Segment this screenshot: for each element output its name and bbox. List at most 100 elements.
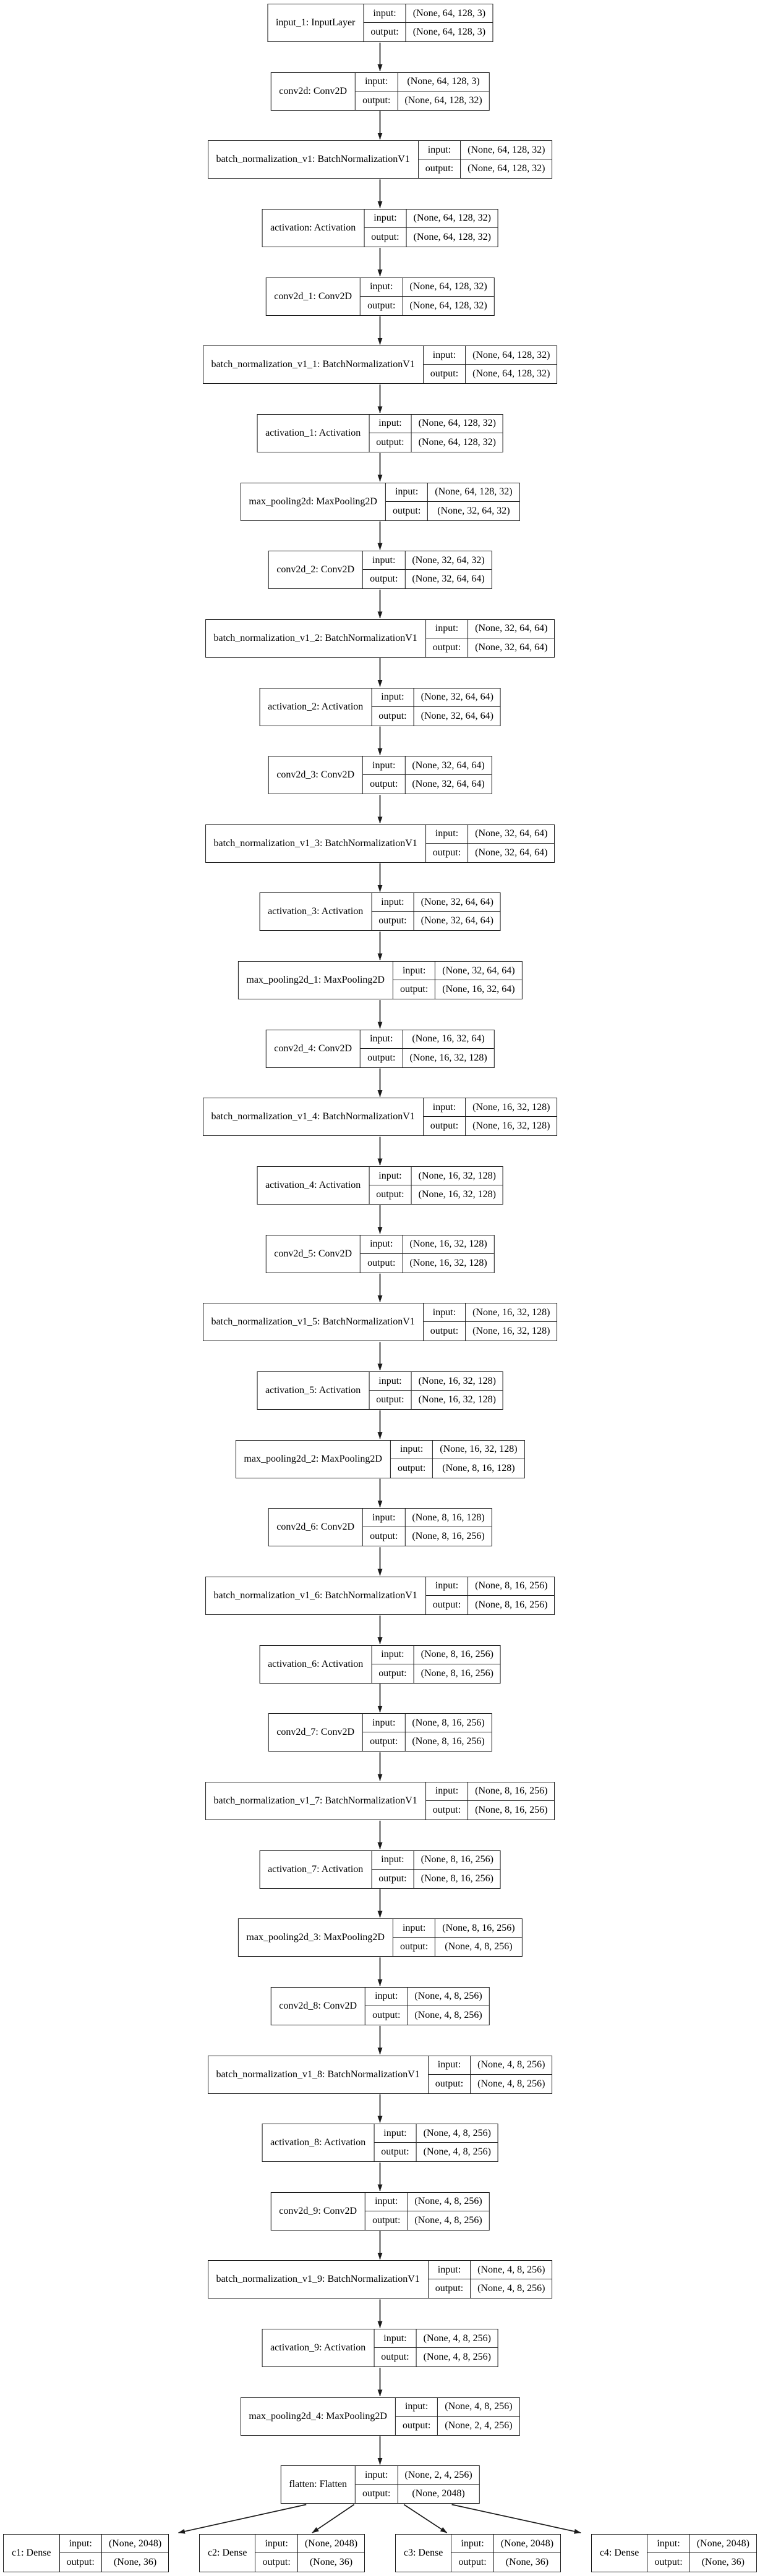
output-label: output: [361, 1253, 403, 1273]
layer-node-activation_7: activation_7: Activation input: (None, 8… [259, 1850, 501, 1889]
output-label: output: [372, 706, 414, 726]
input-label: input: [361, 1030, 403, 1049]
layer-io-table: input: (None, 2, 4, 256) output: (None, … [356, 2466, 479, 2504]
layer-name-label: conv2d_4: Conv2D [266, 1030, 361, 1067]
input-shape-value: (None, 4, 8, 256) [408, 1988, 489, 2006]
output-shape-value: (None, 16, 32, 128) [409, 1257, 487, 1268]
layer-name-label: max_pooling2d_2: MaxPooling2D [236, 1440, 391, 1478]
layer-node-conv2d_6: conv2d_6: Conv2D input: (None, 8, 16, 12… [268, 1508, 492, 1547]
layer-name-label: c1: Dense [4, 2535, 60, 2572]
input-shape-value: (None, 64, 128, 32) [466, 346, 557, 365]
layer-io-table: input: (None, 64, 128, 32) output: (None… [423, 346, 557, 384]
layer-io-table: input: (None, 16, 32, 128) output: (None… [390, 1440, 524, 1478]
input-shape-value: (None, 4, 8, 256) [471, 2261, 552, 2280]
layer-node-c1: c1: Dense input: (None, 2048) output: (N… [3, 2534, 169, 2573]
output-shape-value: (None, 2048) [412, 2488, 465, 2499]
layer-io-table: input: (None, 64, 128, 32) output: (None… [361, 278, 494, 315]
layer-node-c2: c2: Dense input: (None, 2048) output: (N… [199, 2534, 365, 2573]
output-label: output: [369, 1185, 412, 1205]
input-shape-value: (None, 2048) [101, 2535, 169, 2554]
input-label: input: [423, 1098, 466, 1117]
layer-io-table: input: (None, 16, 32, 128) output: (None… [369, 1372, 503, 1409]
edge-arrow [451, 2504, 581, 2534]
layer-name-label: activation_6: Activation [260, 1645, 372, 1683]
input-shape-value: (None, 64, 128, 3) [398, 73, 489, 91]
layer-name-label: conv2d_3: Conv2D [268, 756, 364, 794]
input-shape-value: (None, 4, 8, 256) [416, 2329, 498, 2349]
input-label: input: [423, 346, 466, 365]
layer-io-table: input: (None, 64, 128, 32) output: (None… [369, 414, 503, 452]
layer-name-label: c4: Dense [592, 2535, 648, 2572]
layer-node-activation_2: activation_2: Activation input: (None, 3… [259, 687, 501, 726]
input-shape-value: (None, 64, 128, 3) [406, 4, 493, 23]
output-label: output: [364, 227, 407, 247]
layer-io-table: input: (None, 2048) output: (None, 36) [255, 2535, 365, 2572]
output-label: output: [451, 2553, 494, 2572]
layer-node-activation_4: activation_4: Activation input: (None, 1… [257, 1166, 503, 1205]
layer-name-label: activation_3: Activation [260, 893, 372, 931]
layer-name-label: batch_normalization_v1_3: BatchNormaliza… [206, 824, 426, 862]
input-shape-value: (None, 8, 16, 256) [405, 1714, 492, 1733]
input-label: input: [361, 1235, 403, 1254]
layer-name-label: activation_9: Activation [262, 2329, 375, 2367]
layer-io-table: input: (None, 64, 128, 3) output: (None,… [364, 4, 493, 41]
input-shape-value: (None, 16, 32, 128) [403, 1235, 494, 1254]
output-shape-value: (None, 64, 128, 32) [404, 95, 482, 106]
layer-node-conv2d_3: conv2d_3: Conv2D input: (None, 32, 64, 6… [268, 756, 492, 795]
input-shape-value: (None, 8, 16, 256) [468, 1577, 555, 1596]
input-label: input: [255, 2535, 298, 2554]
layer-node-conv2d_8: conv2d_8: Conv2D input: (None, 4, 8, 256… [270, 1986, 490, 2025]
output-shape-value: (None, 4, 8, 256) [445, 1941, 513, 1952]
input-label: input: [364, 4, 406, 23]
output-shape-value: (None, 4, 8, 256) [423, 2352, 491, 2363]
output-label: output: [369, 433, 412, 452]
input-label: input: [369, 1372, 412, 1391]
output-shape-value: (None, 4, 8, 256) [414, 2009, 482, 2020]
output-shape-value: (None, 32, 64, 64) [475, 642, 548, 653]
layer-name-label: conv2d_5: Conv2D [266, 1235, 361, 1273]
input-shape-value: (None, 16, 32, 128) [466, 1098, 557, 1117]
layer-node-batch_normalization_v1_8: batch_normalization_v1_8: BatchNormaliza… [207, 2055, 553, 2094]
layer-node-input_1: input_1: InputLayer input: (None, 64, 12… [267, 4, 493, 42]
layer-io-table: input: (None, 2048) output: (None, 36) [647, 2535, 756, 2572]
layer-node-batch_normalization_v1_2: batch_normalization_v1_2: BatchNormaliza… [205, 619, 555, 658]
input-label: input: [647, 2535, 690, 2554]
layer-node-conv2d_2: conv2d_2: Conv2D input: (None, 32, 64, 3… [268, 551, 492, 590]
layer-name-label: conv2d_1: Conv2D [266, 278, 361, 315]
output-shape-value: (None, 16, 32, 128) [409, 1052, 487, 1063]
layer-io-table: input: (None, 4, 8, 256) output: (None, … [428, 2056, 552, 2093]
layer-node-conv2d_7: conv2d_7: Conv2D input: (None, 8, 16, 25… [268, 1713, 492, 1752]
output-label: output: [356, 2485, 398, 2504]
layer-io-table: input: (None, 64, 128, 32) output: (None… [364, 209, 498, 247]
output-shape-value: (None, 2, 4, 256) [445, 2420, 513, 2431]
output-shape-value: (None, 64, 128, 3) [412, 27, 486, 37]
layer-node-c3: c3: Dense input: (None, 2048) output: (N… [395, 2534, 561, 2573]
input-shape-value: (None, 16, 32, 128) [411, 1167, 503, 1186]
layer-name-label: activation: Activation [262, 209, 365, 247]
layer-node-conv2d: conv2d: Conv2D input: (None, 64, 128, 3)… [270, 72, 490, 111]
input-label: input: [364, 209, 407, 228]
layer-node-activation_5: activation_5: Activation input: (None, 1… [257, 1371, 503, 1410]
layer-io-table: input: (None, 64, 128, 32) output: (None… [385, 483, 519, 520]
input-label: input: [393, 1919, 436, 1938]
input-shape-value: (None, 8, 16, 256) [435, 1919, 522, 1938]
output-label: output: [424, 1117, 466, 1136]
layer-io-table: input: (None, 4, 8, 256) output: (None, … [374, 2329, 498, 2367]
output-shape-value: (None, 64, 128, 32) [472, 368, 550, 379]
output-shape-value: (None, 16, 32, 128) [418, 1394, 496, 1405]
output-shape-value: (None, 32, 64, 64) [412, 779, 485, 790]
output-shape-value: (None, 36) [309, 2557, 353, 2568]
layer-io-table: input: (None, 64, 128, 3) output: (None,… [356, 72, 489, 110]
input-label: input: [369, 414, 412, 433]
layer-name-label: activation_5: Activation [257, 1372, 370, 1409]
output-label: output: [363, 570, 406, 589]
input-label: input: [395, 2397, 438, 2417]
input-label: input: [365, 1987, 408, 2006]
layer-io-table: input: (None, 2048) output: (None, 36) [451, 2535, 561, 2572]
layer-io-table: input: (None, 16, 32, 64) output: (None,… [361, 1030, 494, 1067]
input-shape-value: (None, 8, 16, 256) [414, 1646, 500, 1664]
output-shape-value: (None, 8, 16, 256) [412, 1736, 485, 1747]
output-label: output: [426, 1800, 469, 1820]
layer-name-label: activation_8: Activation [262, 2124, 375, 2162]
output-label: output: [361, 1048, 403, 1067]
